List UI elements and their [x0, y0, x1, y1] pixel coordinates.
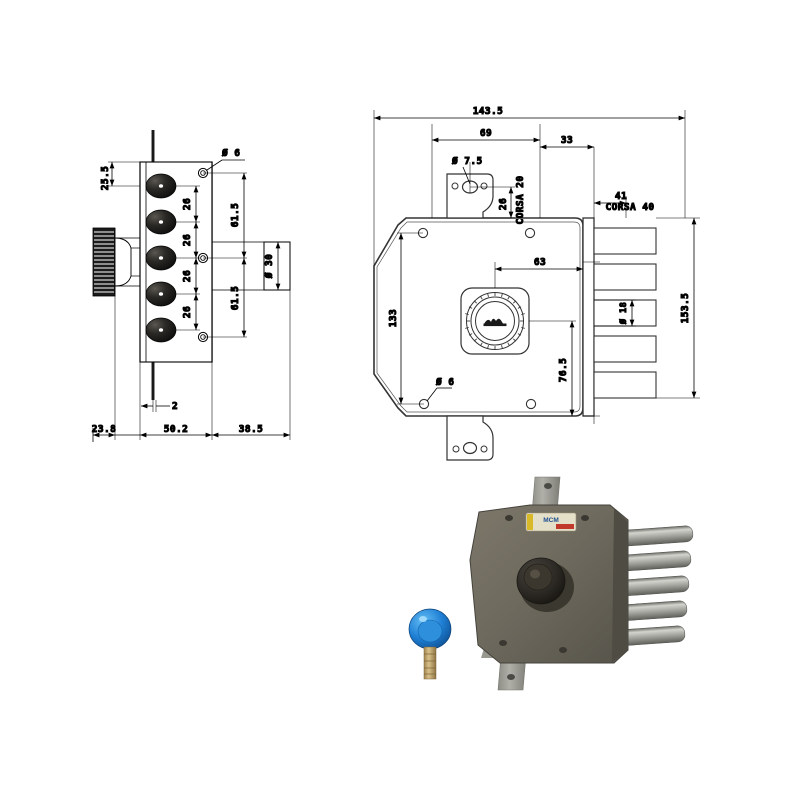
right-cylinder — [460, 287, 530, 355]
dim-label: 153.5 — [680, 293, 691, 324]
dim-153-5: 153.5 — [680, 218, 697, 398]
dim-label: Ø 30 — [264, 254, 275, 279]
dim-label: 69 — [480, 128, 492, 139]
photo-label: MCM — [525, 512, 577, 532]
left-witness-lines — [108, 161, 291, 440]
dim-label: Ø 6 — [221, 148, 240, 159]
dim-label-corsa-20: CORSA 20 — [515, 176, 526, 225]
dim-label: 133 — [388, 309, 399, 327]
dim-label: 38.5 — [239, 424, 263, 435]
photo-body-screws — [499, 515, 589, 653]
dim-label: 26 — [182, 198, 193, 210]
cylinder-logo — [483, 318, 507, 327]
left-bolt — [145, 173, 177, 199]
dim-label: 26 — [182, 234, 193, 246]
left-bolt — [145, 209, 177, 235]
dim-label: 25.5 — [100, 166, 111, 190]
dim-41-corsa-40: 41 CORSA 40 — [594, 191, 655, 214]
dim-61-5-upper: 61.5 — [230, 173, 247, 258]
right-bolt — [593, 227, 657, 255]
photo-key — [408, 608, 452, 680]
dim-label: 26 — [498, 198, 509, 210]
dim-76-5: 76.5 — [558, 321, 575, 416]
dim-bracket-26: 26 — [498, 187, 514, 218]
photo-body-edge — [612, 508, 628, 662]
dim-label: 26 — [182, 270, 193, 282]
dim-label: Ø 18 — [618, 302, 629, 325]
mount-hole — [525, 398, 537, 410]
photo-knob — [516, 557, 574, 612]
dim-61-5-lower: 61.5 — [230, 258, 247, 337]
dim-label: 143.5 — [473, 106, 504, 117]
right-bolt — [593, 335, 657, 363]
dim-label: 26 — [182, 306, 193, 318]
dim-dia-18: Ø 18 — [618, 300, 635, 326]
dim-label: Ø 6 — [435, 377, 454, 388]
dim-hole-dia-6: Ø 6 — [206, 148, 245, 171]
left-top-pin — [151, 130, 155, 162]
mount-hole — [524, 227, 536, 239]
dim-25-5: 25.5 — [100, 162, 115, 191]
dim-dia-7-5: Ø 7.5 — [451, 156, 483, 185]
dim-33: 33 — [540, 135, 595, 196]
dim-69: 69 — [432, 128, 540, 143]
dim-label: 41 — [615, 191, 627, 202]
right-front-view: 143.5 69 33 Ø 7.5 26 CORSA 20 41 CORS — [373, 106, 700, 461]
dim-bottom-chain: 23.8 50.2 38.5 — [91, 424, 290, 442]
dim-label: 63 — [534, 257, 546, 268]
right-bolt-group — [593, 227, 657, 399]
dim-63: 63 — [495, 257, 583, 272]
dim-thickness-2: 2 — [141, 401, 178, 413]
right-bottom-bracket — [446, 415, 494, 461]
right-faceplate — [582, 217, 595, 417]
dim-label: Ø 7.5 — [451, 156, 483, 167]
dim-label: 61.5 — [230, 203, 241, 227]
right-bolt — [593, 263, 657, 291]
dim-133: 133 — [388, 233, 404, 404]
left-bolt-group — [145, 173, 177, 343]
left-bolt — [145, 281, 177, 307]
dim-143-5: 143.5 — [374, 106, 685, 121]
dim-label: 2 — [172, 401, 178, 412]
dim-label: 50.2 — [164, 424, 188, 435]
key-blade — [423, 646, 437, 680]
dim-label: 23.8 — [92, 424, 116, 435]
right-bolt — [593, 371, 657, 399]
dim-label: 33 — [561, 135, 573, 146]
photo-label-text: MCM — [543, 517, 559, 524]
dim-dia-6-right: Ø 6 — [426, 377, 454, 402]
left-side-view: 25.5 26 26 26 26 Ø 6 61.5 61.5 — [91, 130, 291, 442]
left-bottom-pin — [151, 362, 155, 400]
left-bolt — [145, 317, 177, 343]
dim-cyl-dia-30: Ø 30 — [264, 242, 281, 290]
dim-label: CORSA 40 — [606, 202, 655, 213]
dim-label: 76.5 — [558, 358, 569, 382]
dim-label: 61.5 — [230, 286, 241, 310]
dim-bolt-pitches: 26 26 26 26 — [182, 186, 199, 330]
product-photograph: MCM — [408, 476, 694, 691]
left-bolt — [145, 245, 177, 271]
